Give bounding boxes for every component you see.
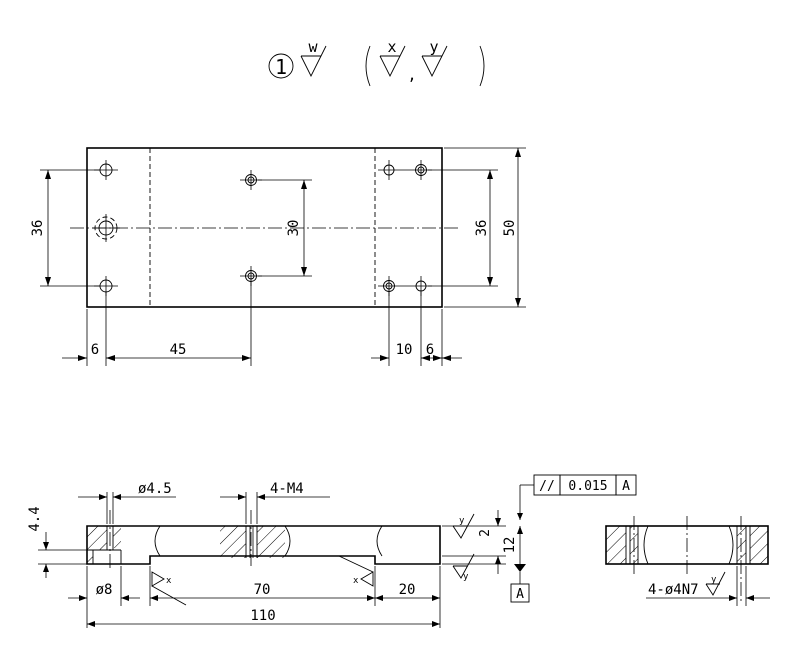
tapped-hole-bottom-right <box>378 276 432 296</box>
dim-bottom-chain: 6 45 10 6 <box>62 282 462 366</box>
dim-70-text: 70 <box>254 582 271 598</box>
top-view-outline <box>86 147 443 308</box>
dim-20: 20 <box>375 566 441 628</box>
side-holes-text: 4-ø4N7 <box>648 582 699 598</box>
roughness-main-label: w <box>308 38 318 56</box>
roughness-symbol-main: w <box>300 38 327 78</box>
side-roughness-symbol <box>705 571 726 596</box>
dim-110-text: 110 <box>250 608 275 624</box>
tolerance-value: 0.015 <box>568 479 607 494</box>
dim-4-4: 4.4 <box>27 506 90 578</box>
hatch-center-left <box>220 526 246 558</box>
roughness-x-left <box>151 571 187 606</box>
dim-phi4-5: ø4.5 <box>78 481 176 524</box>
roughness-y-top-label: y <box>459 516 465 526</box>
tolerance-symbol: // <box>539 479 555 494</box>
dim-4-4-text: 4.4 <box>27 506 43 531</box>
dim-6-right-text: 6 <box>426 342 434 358</box>
side-view: 4-ø4N7 y <box>605 516 770 606</box>
dim-6-left-text: 6 <box>91 342 99 358</box>
dim-36-right-text: 36 <box>474 220 490 237</box>
tolerance-datum: A <box>622 479 630 494</box>
side-hatch-right <box>750 526 768 564</box>
paren-close <box>479 45 485 87</box>
top-view: 36 30 36 50 <box>30 147 526 366</box>
dim-phi8-text: ø8 <box>96 582 113 598</box>
dim-phi4-5-text: ø4.5 <box>138 481 172 497</box>
datum-a: A <box>510 564 530 603</box>
dim-m4: 4-M4 <box>220 481 330 524</box>
hatch-left-upper <box>87 526 107 550</box>
hole-center-left <box>92 214 120 242</box>
dim-side-holes: 4-ø4N7 y <box>646 566 770 606</box>
dim-36-left-text: 36 <box>30 220 46 237</box>
hatch-left-mid <box>113 526 121 548</box>
roughness-y-bottom-label: y <box>463 572 469 582</box>
item-number-circle <box>268 53 294 79</box>
tolerance-frame: // 0.015 A <box>517 474 637 520</box>
front-view: ø4.5 4-M4 4.4 ø8 70 <box>27 474 637 628</box>
roughness-symbol-y: y <box>421 38 448 78</box>
roughness-y-bottom: y <box>452 553 475 582</box>
dim-36-right: 36 <box>428 169 498 287</box>
dim-50-text: 50 <box>502 220 518 237</box>
dim-m4-text: 4-M4 <box>270 481 304 497</box>
front-view-outline <box>86 525 441 565</box>
side-roughness-label: y <box>711 575 717 585</box>
datum-a-label: A <box>516 587 524 602</box>
dim-36-left: 36 <box>30 169 100 287</box>
roughness-symbol-x: x <box>379 38 406 78</box>
dim-30-text: 30 <box>286 220 302 237</box>
dim-2-12: 2 12 <box>442 510 523 574</box>
separator-comma: , <box>407 66 416 84</box>
item-number: 1 <box>275 55 287 79</box>
roughness-x-label: x <box>387 38 396 56</box>
dim-2-text: 2 <box>478 529 493 537</box>
dim-110: 110 <box>86 606 440 628</box>
side-hatch-left <box>606 526 626 564</box>
dim-50: 50 <box>444 147 526 308</box>
surface-finish-title: 1 w x , y <box>268 38 485 87</box>
dim-20-text: 20 <box>399 582 416 598</box>
dim-70: 70 x x <box>149 555 376 606</box>
dim-phi8: ø8 <box>68 566 140 606</box>
dim-10-text: 10 <box>396 342 413 358</box>
roughness-x-right-label: x <box>353 576 359 586</box>
hatch-center-right <box>257 526 285 558</box>
roughness-x-right <box>338 555 374 587</box>
dim-12-text: 12 <box>502 537 518 554</box>
tapped-hole-top-right <box>378 160 432 180</box>
roughness-y-label: y <box>429 38 438 56</box>
dim-30: 30 <box>258 179 312 277</box>
paren-open <box>365 45 371 87</box>
roughness-x-left-label: x <box>166 576 172 586</box>
hatch-left-lower <box>87 550 93 564</box>
side-hatch-right-inner <box>737 526 746 564</box>
dim-45-text: 45 <box>170 342 187 358</box>
